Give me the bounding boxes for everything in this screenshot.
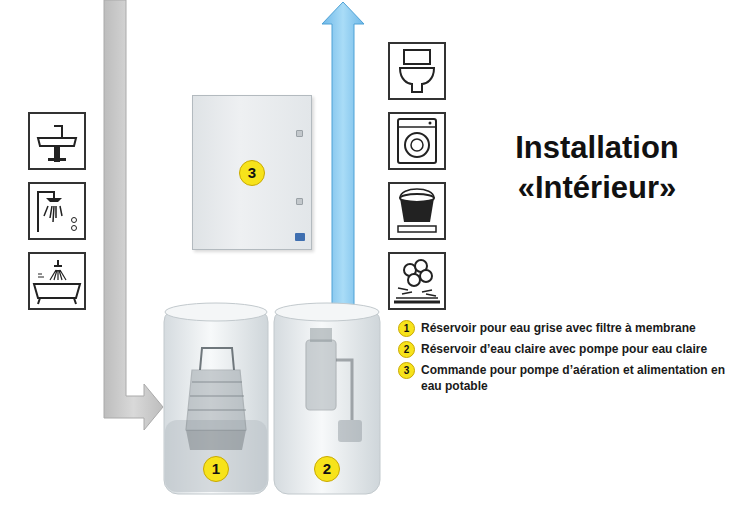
drawing-part <box>396 288 438 298</box>
bucket-icon <box>389 183 445 239</box>
drawing-part <box>186 430 246 450</box>
callout-number: 2 <box>314 456 340 482</box>
drawing-part <box>165 420 267 492</box>
drawing-part <box>310 328 332 342</box>
drawing-part <box>306 340 336 410</box>
drawing-part <box>389 183 445 239</box>
drawing-part <box>400 189 434 198</box>
drawing-part <box>394 301 440 304</box>
drawing-part <box>408 274 420 286</box>
drawing-part <box>48 158 66 161</box>
callout-number: 2 <box>398 341 415 358</box>
bath-icon <box>29 253 85 309</box>
water-tank: 2 <box>272 300 382 500</box>
drawing-part <box>398 119 436 163</box>
drawing-part <box>336 360 352 420</box>
control-box: 3 <box>192 95 312 250</box>
drawing-part <box>54 126 62 138</box>
drawing-part <box>38 298 76 304</box>
key-text: Commande pour pompe d’aération et alimen… <box>421 362 728 394</box>
drawing-part <box>400 68 434 92</box>
drawing-part <box>389 43 445 99</box>
toilet-icon <box>389 43 445 99</box>
drawing-part <box>46 198 62 202</box>
drawing-part <box>38 274 44 277</box>
screw <box>296 130 303 137</box>
diagram-title: Installation «Intérieur» <box>484 128 710 208</box>
drawing-part <box>50 270 66 280</box>
shower-icon <box>29 183 85 239</box>
drawing-part <box>54 260 62 266</box>
drawing-part <box>72 218 77 223</box>
washing-machine-icon <box>389 113 445 169</box>
drawing-part <box>398 126 436 128</box>
screw <box>296 198 303 205</box>
callout-number: 3 <box>239 160 265 186</box>
drawing-part <box>188 382 246 410</box>
clear-water-arrow <box>322 2 364 320</box>
drawing-part <box>165 303 267 321</box>
drawing-part <box>44 206 62 222</box>
drawing-part <box>29 183 85 239</box>
key-row: 1 Réservoir pour eau grise avec filtre à … <box>398 320 728 337</box>
callout-number: 1 <box>398 320 415 337</box>
drawing-part <box>420 270 432 282</box>
drawing-part <box>275 303 379 321</box>
drawing-part <box>38 138 76 146</box>
callout-number: 1 <box>203 456 229 482</box>
drawing-part <box>200 348 234 370</box>
drawing-part <box>338 420 362 442</box>
key-text: Réservoir pour eau grise avec filtre à m… <box>421 320 696 336</box>
grey-water-arrow <box>104 0 163 430</box>
drawing-part <box>398 226 436 232</box>
drawing-part <box>389 113 445 169</box>
key-row: 3 Commande pour pompe d’aération et alime… <box>398 362 728 394</box>
drawing-part <box>389 253 445 309</box>
drawing-part <box>411 139 423 151</box>
drawing-part <box>164 308 268 494</box>
callout-number: 3 <box>398 362 415 379</box>
drawing-part <box>29 113 85 169</box>
drawing-part <box>274 308 380 494</box>
drawing-part <box>404 50 430 64</box>
drawing-part <box>29 253 85 309</box>
water-tank: 1 <box>162 300 270 500</box>
sink-icon <box>29 113 85 169</box>
numbered-key: 1 Réservoir pour eau grise avec filtre à … <box>398 320 728 398</box>
key-text: Réservoir d’eau claire avec pompe pour e… <box>421 341 707 357</box>
drawing-part <box>34 284 80 298</box>
logo <box>295 233 305 241</box>
drawing-part <box>429 122 432 125</box>
drawing-part <box>405 133 429 157</box>
key-row: 2 Réservoir d’eau claire avec pompe pour … <box>398 341 728 358</box>
drawing-part <box>400 194 434 202</box>
drawing-part <box>72 226 77 231</box>
drawing-part <box>186 370 246 430</box>
garden-icon <box>389 253 445 309</box>
